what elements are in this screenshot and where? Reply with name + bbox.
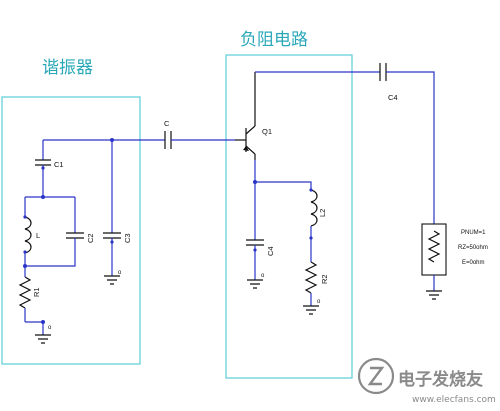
capacitor-c4-output: C4 [379, 63, 435, 224]
ground-symbol: o [303, 299, 321, 315]
resistor-r1: R1 [18, 266, 41, 322]
inductor-l: L [23, 197, 40, 266]
resistor-r2: R2 [304, 261, 329, 306]
emitter-arrow-icon [243, 146, 249, 151]
c4-output-label: C4 [388, 93, 398, 102]
c4-label: C4 [266, 246, 275, 256]
emitter-wire [254, 160, 312, 190]
svg-text:o: o [48, 325, 52, 331]
r2-label: R2 [320, 274, 329, 284]
svg-text:o: o [317, 299, 321, 305]
capacitor-c1: C1 [35, 140, 64, 197]
watermark: 电子发烧友 www.elecfans.com [357, 357, 496, 405]
negative-resistance-title: 负阻电路 [240, 30, 308, 50]
q1-label: Q1 [262, 127, 272, 136]
watermark-url: www.elecfans.com [412, 395, 496, 405]
port-pnum-1: PNUM=1 RZ=50ohm E=0ohm [421, 223, 488, 300]
c3-label: C3 [123, 233, 132, 243]
r1-label: R1 [32, 287, 41, 297]
port-e-label: E=0ohm [462, 260, 485, 266]
c1-label: C1 [54, 160, 64, 169]
l2-label: L2 [318, 209, 327, 217]
capacitor-c2: C2 [25, 197, 95, 267]
ground-symbol: o [104, 266, 122, 285]
resonator-title: 谐振器 [42, 58, 93, 78]
capacitor-c-coupling: C [164, 119, 235, 149]
negative-resistance-box [225, 54, 353, 379]
ground-symbol: o [247, 273, 265, 289]
inductor-l2: L2 [309, 188, 327, 262]
port-rz-label: RZ=50ohm [458, 245, 488, 251]
svg-text:o: o [118, 270, 122, 276]
c-coupling-label: C [164, 119, 170, 128]
ground-symbol: o [35, 322, 52, 344]
svg-text:o: o [261, 273, 265, 279]
watermark-name: 电子发烧友 [398, 369, 483, 390]
capacitor-c3: C3 [103, 140, 132, 266]
l-label: L [36, 231, 40, 240]
port-num-label: PNUM=1 [461, 230, 486, 236]
c2-label: C2 [86, 233, 95, 243]
elecfans-logo-icon [357, 357, 395, 395]
transistor-q1: Q1 [235, 72, 272, 160]
resonator-box [1, 96, 141, 365]
junction-dot [41, 195, 45, 199]
capacitor-c4: C4 [246, 182, 275, 280]
